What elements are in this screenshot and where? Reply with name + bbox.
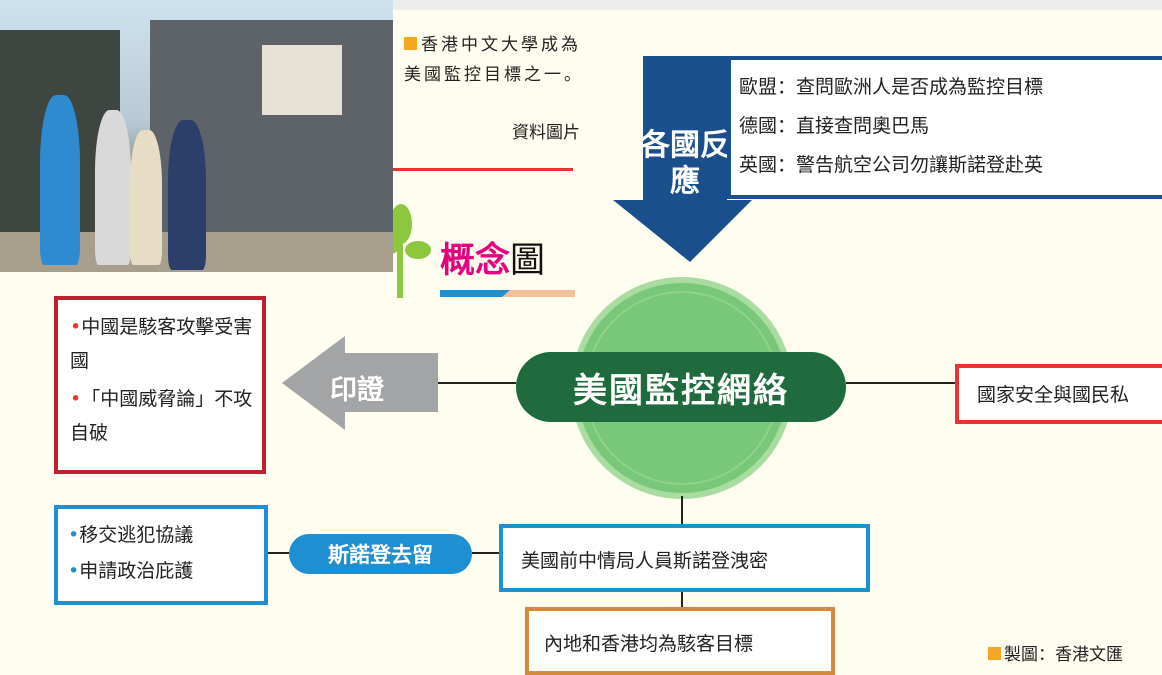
campus-photo [0,0,393,272]
snowden-label: 斯諾登去留 [289,534,472,574]
evidence-box: •中國是駭客攻擊受害國 •「中國威脅論」不攻自破 [54,296,266,474]
evidence-item-1: •中國是駭客攻擊受害國 [70,316,253,372]
target-box: 內地和香港均為駭客目標 [525,607,835,675]
concept-map-title-highlight: 概念 [440,241,511,281]
concept-map-title-rest: 圖 [510,241,546,281]
reaction-uk: 英國：警告航空公司勿讓斯諾登赴英 [739,154,1044,176]
credit-text: 製圖：香港文匯 [1004,645,1123,665]
caption-source: 資料圖片 [512,123,580,143]
title-underline-blue [440,290,510,297]
center-node: 美國監控網絡 [516,352,846,422]
reactions-arrow [613,56,752,262]
caption-marker [404,37,417,50]
leak-text: 美國前中情局人員斯諾登洩密 [521,550,769,572]
evidence-label: 印證 [330,375,384,406]
reaction-eu: 歐盟：查問歐洲人是否成為監控目標 [739,76,1044,98]
evidence-arrow [282,336,438,430]
credit-marker [988,647,1001,660]
reactions-box: 歐盟：查問歐洲人是否成為監控目標 德國：直接查問奧巴馬 英國：警告航空公司勿讓斯… [727,56,1162,199]
reactions-label: 各國反應 [640,128,730,199]
snowden-option-1: •移交逃犯協議 [68,524,194,546]
national-security-text: 國家安全與國民私 [977,384,1130,406]
credit: 製圖：香港文匯 [988,640,1123,665]
caption-text: 香港中文大學成為美國監控目標之一。 [404,35,584,85]
reaction-germany: 德國：直接查問奧巴馬 [739,115,930,137]
title-underline-peach [502,290,575,297]
target-text: 內地和香港均為駭客目標 [544,633,754,655]
photo-caption: 香港中文大學成為美國監控目標之一。 [404,30,589,90]
leak-box: 美國前中情局人員斯諾登洩密 [499,524,870,592]
caption-divider [393,168,573,171]
snowden-options-box: •移交逃犯協議 •申請政治庇護 [54,505,268,605]
national-security-box: 國家安全與國民私 [955,364,1162,424]
evidence-item-2: •「中國威脅論」不攻自破 [70,388,253,444]
snowden-option-2: •申請政治庇護 [68,560,194,582]
concept-map-title: 概念圖 [440,232,545,283]
